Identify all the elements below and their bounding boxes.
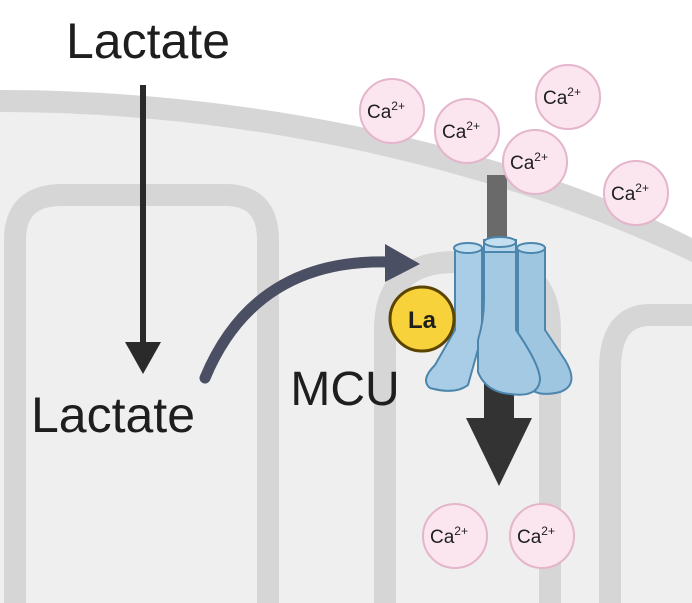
lactate-label-top: Lactate	[66, 13, 230, 69]
mcu-subunit-front	[477, 251, 542, 396]
calcium-ion: Ca2+	[422, 503, 488, 569]
calcium-flux-arrowhead	[466, 418, 532, 486]
calcium-ion: Ca2+	[603, 160, 669, 226]
la-label: La	[408, 307, 437, 334]
crista-right	[599, 304, 692, 603]
mcu-top-left	[453, 242, 483, 254]
mcu-top-center	[483, 236, 517, 248]
mcu-label: MCU	[290, 363, 399, 416]
calcium-ion: Ca2+	[502, 129, 568, 195]
calcium-ion: Ca2+	[434, 98, 500, 164]
svg-text:Ca2+: Ca2+	[430, 524, 468, 548]
calcium-ion: Ca2+	[535, 64, 601, 130]
svg-text:Ca2+: Ca2+	[367, 99, 405, 123]
calcium-ion: Ca2+	[509, 503, 575, 569]
svg-text:Ca2+: Ca2+	[517, 524, 555, 548]
svg-text:Ca2+: Ca2+	[543, 85, 581, 109]
la-badge	[388, 285, 456, 353]
lactate-to-mcu-arrow	[199, 256, 396, 384]
inner-membrane	[0, 112, 692, 603]
mcu-channel	[425, 236, 573, 396]
lactate-arrowhead	[125, 342, 161, 374]
svg-text:Ca2+: Ca2+	[611, 181, 649, 205]
lactate-label-bottom: Lactate	[31, 387, 195, 443]
mcu-subunit-left	[425, 247, 483, 392]
crista-left	[4, 184, 279, 603]
curved-arrowhead	[385, 244, 420, 282]
calcium-ion: Ca2+	[359, 78, 425, 144]
svg-text:Ca2+: Ca2+	[442, 119, 480, 143]
mcu-top-right	[516, 242, 546, 254]
svg-text:Ca2+: Ca2+	[510, 150, 548, 174]
